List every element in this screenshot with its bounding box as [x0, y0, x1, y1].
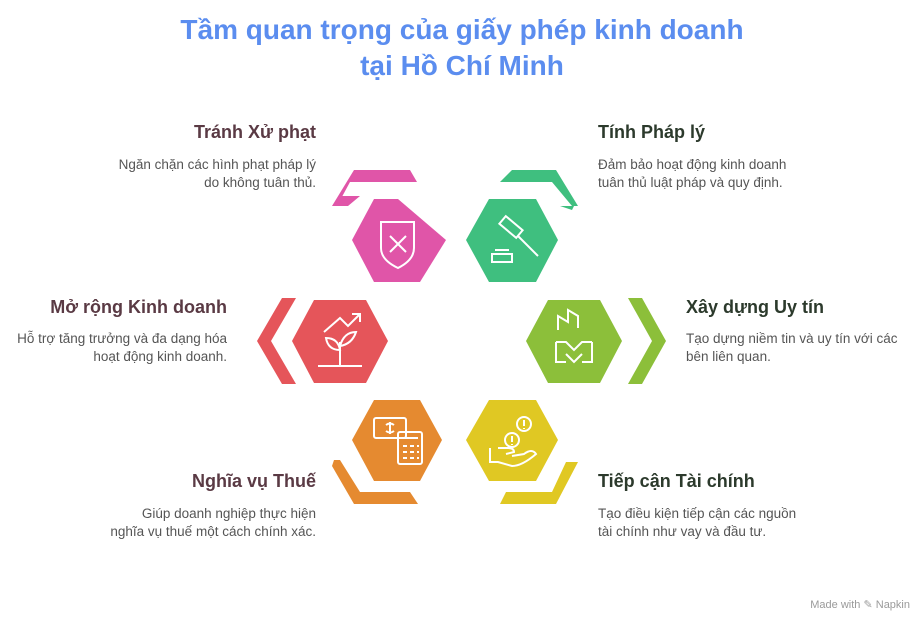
- growth-plant-icon: [318, 313, 362, 367]
- footer-text: Made with: [810, 599, 861, 611]
- hex-expand-business: [257, 298, 388, 384]
- label-tax-obligation-title: Nghĩa vụ Thuế: [191, 471, 316, 491]
- label-finance-access-desc: Tạo điều kiện tiếp cận các nguồn tài chí…: [598, 506, 797, 539]
- label-build-reputation-desc: Tạo dựng niềm tin và uy tín với các bên …: [686, 331, 898, 364]
- label-legality-title: Tính Pháp lý: [598, 122, 706, 142]
- label-tax-obligation-desc: Giúp doanh nghiệp thực hiện nghĩa vụ thu…: [110, 506, 316, 539]
- label-expand-business-desc: Hỗ trợ tăng trưởng và đa dạng hóa hoạt đ…: [17, 331, 227, 364]
- napkin-logo-icon: ✎: [863, 599, 873, 611]
- hand-coins-icon: [489, 416, 538, 468]
- title-line-2: tại Hồ Chí Minh: [360, 50, 564, 81]
- calculator-cash-icon: [373, 417, 423, 465]
- label-avoid-penalty-title: Tránh Xử phạt: [193, 122, 316, 142]
- hex-tax-obligation: [332, 400, 442, 504]
- footer-brand: Napkin: [875, 599, 910, 611]
- hex-legality: [466, 170, 578, 282]
- footer-credit: Made with ✎ Napkin: [810, 598, 910, 611]
- page-title: Tầm quan trọng của giấy phép kinh doanh …: [0, 12, 924, 84]
- label-finance-access-title: Tiếp cận Tài chính: [598, 471, 755, 491]
- handshake-icon: [555, 308, 593, 364]
- hex-avoid-penalty: [332, 170, 446, 282]
- gavel-icon: [491, 214, 539, 263]
- label-expand-business-title: Mở rộng Kinh doanh: [50, 297, 227, 317]
- hex-finance-access: [466, 400, 578, 504]
- label-build-reputation-title: Xây dựng Uy tín: [686, 297, 825, 317]
- label-avoid-penalty-desc: Ngăn chặn các hình phạt pháp lý do không…: [118, 157, 316, 190]
- hex-build-reputation: [526, 298, 666, 384]
- title-line-1: Tầm quan trọng của giấy phép kinh doanh: [180, 14, 744, 45]
- shield-x-icon: [380, 221, 415, 270]
- label-legality-desc: Đảm bảo hoạt động kinh doanh tuân thủ lu…: [598, 157, 787, 190]
